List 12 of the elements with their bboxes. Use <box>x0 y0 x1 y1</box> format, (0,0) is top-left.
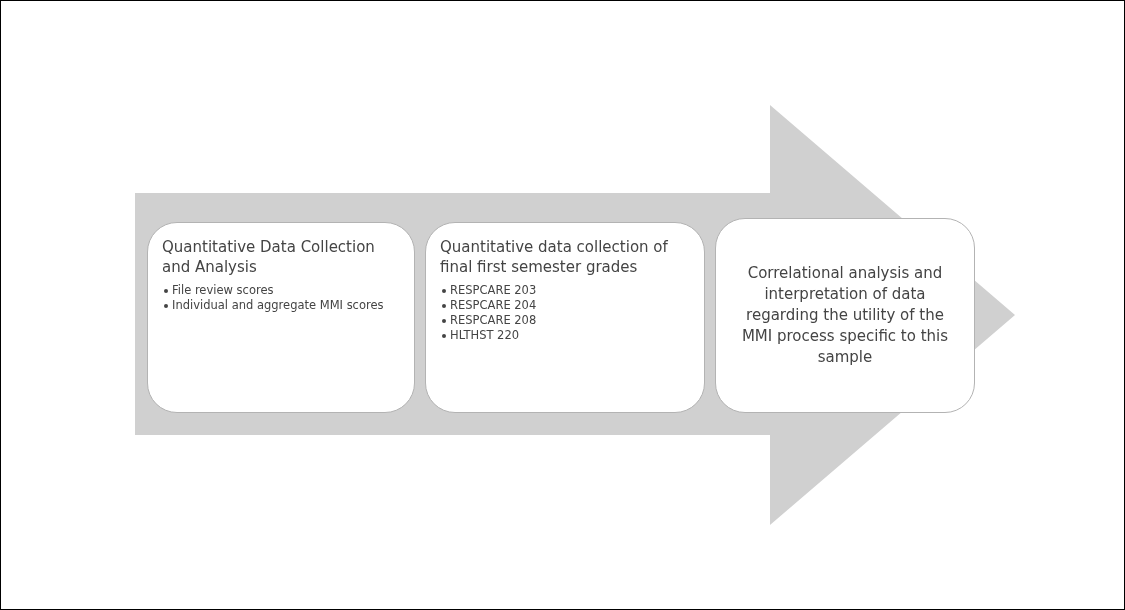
box-heading: Quantitative Data Collection and Analysis <box>162 237 376 277</box>
box-heading: Quantitative data collection of final first semester grades <box>440 237 669 277</box>
bullet-text: RESPCARE 208 <box>450 313 537 327</box>
bullet-text: File review scores <box>172 283 274 297</box>
box-heading: Correlational analysis and interpretation of data regarding the utility of the MMI process specific to this sample <box>740 263 950 368</box>
process-box <box>715 218 975 413</box>
bullet-text: RESPCARE 203 <box>450 283 537 297</box>
bullet-text: HLTHST 220 <box>450 328 520 342</box>
bullet-text: Individual and aggregate MMI scores <box>172 298 384 312</box>
process-box <box>425 222 705 413</box>
bullet-text: RESPCARE 204 <box>450 298 537 312</box>
process-box <box>147 222 415 413</box>
